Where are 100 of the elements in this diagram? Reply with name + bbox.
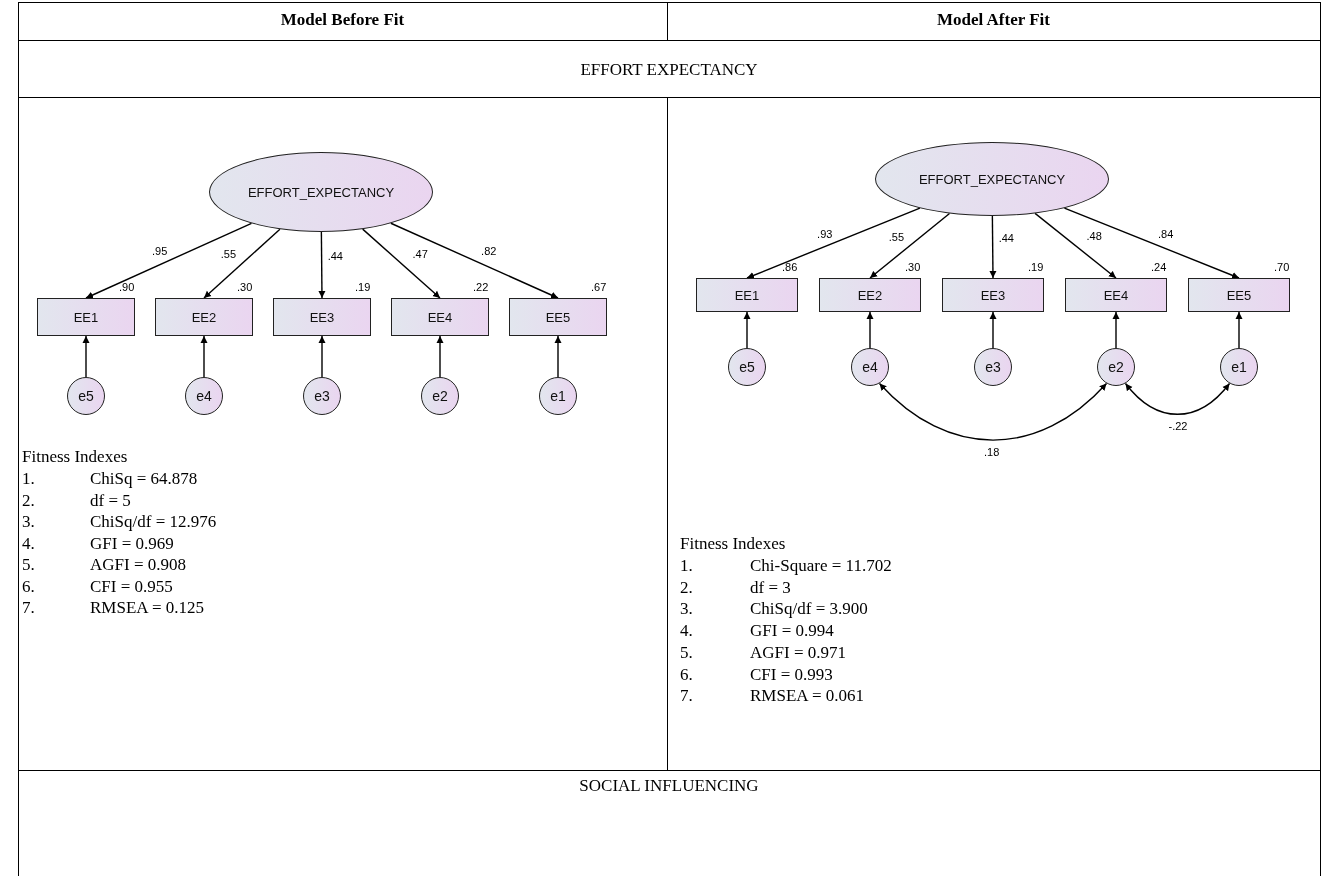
edge-label: .93: [816, 227, 834, 240]
edge-label: .44: [326, 249, 344, 262]
observed-variable-box: EE2: [819, 278, 921, 312]
error-term-circle: e4: [185, 377, 223, 415]
list-number: 4.: [680, 621, 693, 642]
list-heading: Fitness Indexes: [22, 447, 128, 467]
list-heading: Fitness Indexes: [680, 534, 786, 554]
observed-variable-box: EE4: [1065, 278, 1167, 312]
section-heading: SOCIAL INFLUENCING: [579, 776, 759, 796]
fit-index-value: ChiSq = 64.878: [90, 469, 198, 489]
fit-index-value: AGFI = 0.908: [90, 555, 186, 575]
error-term-circle: e1: [1220, 348, 1258, 386]
section-heading: EFFORT EXPECTANCY: [580, 60, 758, 80]
arrow: [436, 335, 444, 378]
list-number: 3.: [680, 599, 693, 620]
list-number: 7.: [680, 686, 693, 707]
fit-index-value: RMSEA = 0.125: [90, 598, 204, 618]
column-header: Model After Fit: [937, 10, 1050, 30]
arrow: [82, 335, 90, 378]
edge-label: .55: [219, 248, 238, 261]
arrow: [866, 311, 874, 349]
list-number: 2.: [680, 577, 693, 598]
r-squared-value: .19: [1028, 261, 1044, 273]
observed-variable-box: EE5: [1188, 278, 1290, 312]
observed-variable-box: EE1: [696, 278, 798, 312]
edge-label: .44: [997, 231, 1015, 244]
r-squared-value: .70: [1274, 261, 1290, 273]
arrow: [869, 212, 951, 279]
fit-index-value: GFI = 0.994: [750, 621, 834, 642]
edge-label: .48: [1085, 230, 1103, 243]
fit-index-value: CFI = 0.955: [90, 576, 173, 597]
list-number: 6.: [22, 576, 35, 597]
double-headed-curved-arrow: [1124, 382, 1231, 415]
error-term-circle: e2: [421, 377, 459, 415]
list-number: 1.: [680, 556, 693, 576]
list-number: 5.: [680, 642, 693, 663]
edge-label: -.22: [1167, 420, 1189, 433]
r-squared-value: .90: [119, 281, 135, 293]
arrow: [203, 228, 281, 299]
r-squared-value: .19: [355, 281, 371, 293]
fit-index-value: CFI = 0.993: [750, 664, 833, 685]
error-term-circle: e3: [303, 377, 341, 415]
edge-label: .55: [887, 230, 905, 243]
arrow: [554, 335, 562, 378]
list-number: 4.: [22, 533, 35, 554]
error-term-circle: e1: [539, 377, 577, 415]
arrow: [85, 222, 253, 299]
list-number: 7.: [22, 598, 35, 618]
observed-variable-box: EE4: [391, 298, 489, 336]
list-number: 2.: [22, 490, 35, 511]
fit-index-value: RMSEA = 0.061: [750, 686, 864, 707]
arrow: [1063, 207, 1240, 279]
fit-index-value: AGFI = 0.971: [750, 642, 846, 663]
column-header: Model Before Fit: [280, 10, 405, 30]
list-number: 5.: [22, 555, 35, 575]
fit-index-value: ChiSq/df = 3.900: [750, 599, 868, 620]
fit-index-value: Chi-Square = 11.702: [750, 556, 892, 576]
observed-variable-box: EE5: [509, 298, 607, 336]
arrow: [989, 215, 997, 279]
list-number: 1.: [22, 469, 35, 489]
edge-label: .95: [151, 244, 169, 257]
r-squared-value: .30: [905, 261, 921, 273]
edge-label: .84: [1157, 227, 1175, 240]
arrow: [362, 228, 441, 299]
r-squared-value: .86: [782, 261, 798, 273]
arrow: [390, 222, 559, 299]
double-headed-curved-arrow: [878, 382, 1108, 441]
fit-index-value: GFI = 0.969: [90, 533, 174, 554]
arrow: [743, 311, 751, 349]
edge-label: .18: [983, 446, 1001, 459]
arrow: [318, 335, 326, 378]
arrow: [989, 311, 997, 349]
latent-variable-ellipse: EFFORT_EXPECTANCY: [875, 142, 1109, 216]
error-term-circle: e5: [67, 377, 105, 415]
arrow: [1235, 311, 1243, 349]
arrow: [1112, 311, 1120, 349]
latent-variable-ellipse: EFFORT_EXPECTANCY: [209, 152, 433, 232]
list-number: 3.: [22, 512, 35, 532]
observed-variable-box: EE2: [155, 298, 253, 336]
arrow: [1034, 212, 1117, 279]
observed-variable-box: EE1: [37, 298, 135, 336]
arrow: [746, 207, 921, 279]
fit-index-value: ChiSq/df = 12.976: [90, 512, 217, 532]
fit-index-value: df = 5: [90, 490, 131, 511]
arrow: [318, 231, 326, 299]
observed-variable-box: EE3: [942, 278, 1044, 312]
r-squared-value: .24: [1151, 261, 1167, 273]
edge-label: .82: [480, 244, 498, 257]
error-term-circle: e2: [1097, 348, 1135, 386]
fit-index-value: df = 3: [750, 577, 791, 598]
error-term-circle: e5: [728, 348, 766, 386]
error-term-circle: e3: [974, 348, 1012, 386]
list-number: 6.: [680, 664, 693, 685]
r-squared-value: .67: [591, 281, 607, 293]
r-squared-value: .22: [473, 281, 489, 293]
arrow: [200, 335, 208, 378]
observed-variable-box: EE3: [273, 298, 371, 336]
edge-label: .47: [411, 248, 429, 261]
r-squared-value: .30: [237, 281, 253, 293]
error-term-circle: e4: [851, 348, 889, 386]
